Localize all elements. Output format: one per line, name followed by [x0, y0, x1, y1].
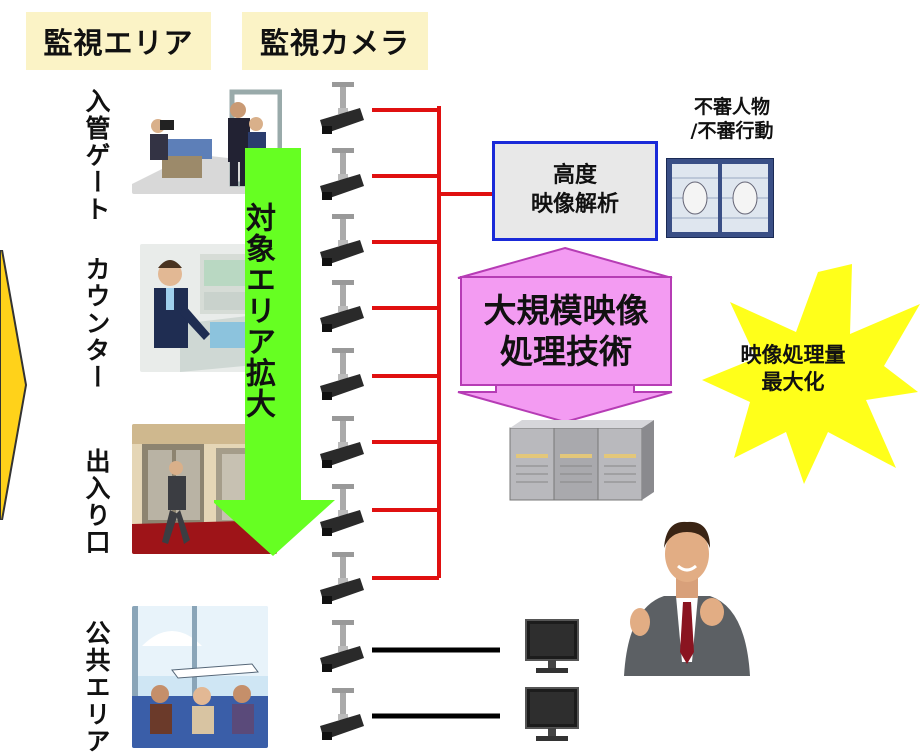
advanced-video-analysis-box: 高度 映像解析 [492, 141, 658, 241]
suspicious-line2: /不審行動 [690, 119, 774, 142]
processing-line1: 大規模映像 [483, 290, 649, 330]
monitor-icon [525, 687, 579, 741]
gate-scene-image [132, 84, 282, 194]
large-scale-video-processing-box: 大規模映像 処理技術 [460, 276, 672, 386]
processing-line2: 処理技術 [500, 332, 632, 371]
monitor-icon [525, 619, 579, 673]
suspicious-line1: 不審人物 [693, 96, 770, 118]
camera-icon [320, 148, 364, 200]
camera-icon [320, 214, 364, 266]
left-chevron-arrow [0, 250, 28, 520]
analysis-line1: 高度 [552, 163, 597, 189]
burst-line1: 映像処理量 [740, 343, 846, 367]
face-scan-icon [666, 158, 774, 238]
target-area-expand-arrow [214, 148, 335, 556]
burst-line2: 最大化 [761, 370, 825, 395]
suspicious-label: 不審人物 /不審行動 [672, 96, 792, 144]
public-area-scene-image [132, 606, 268, 748]
area-label-gate: 入管ゲート [82, 88, 111, 223]
burst-shape [702, 264, 920, 484]
camera-icon [320, 82, 364, 134]
target-area-expand-label: 対象エリア拡大 [240, 202, 275, 419]
area-label-entrance: 出入り口 [82, 448, 111, 556]
businessman-icon [624, 521, 750, 676]
area-label-public: 公共エリア [82, 620, 111, 755]
header-surveillance-camera: 監視カメラ [242, 12, 428, 70]
analysis-line2: 映像解析 [530, 192, 619, 217]
camera-icon [320, 552, 364, 604]
area-label-counter: カウンター [82, 256, 111, 391]
server-icon [509, 420, 654, 501]
camera-icon [320, 688, 364, 740]
camera-icon [320, 484, 364, 536]
processing-maximize-label: 映像処理量 最大化 [718, 342, 868, 397]
camera-icon [320, 348, 364, 400]
header-surveillance-area: 監視エリア [26, 12, 211, 70]
camera-icon [320, 620, 364, 672]
camera-icon [320, 280, 364, 332]
camera-icon [320, 416, 364, 468]
camera-column [320, 82, 364, 740]
